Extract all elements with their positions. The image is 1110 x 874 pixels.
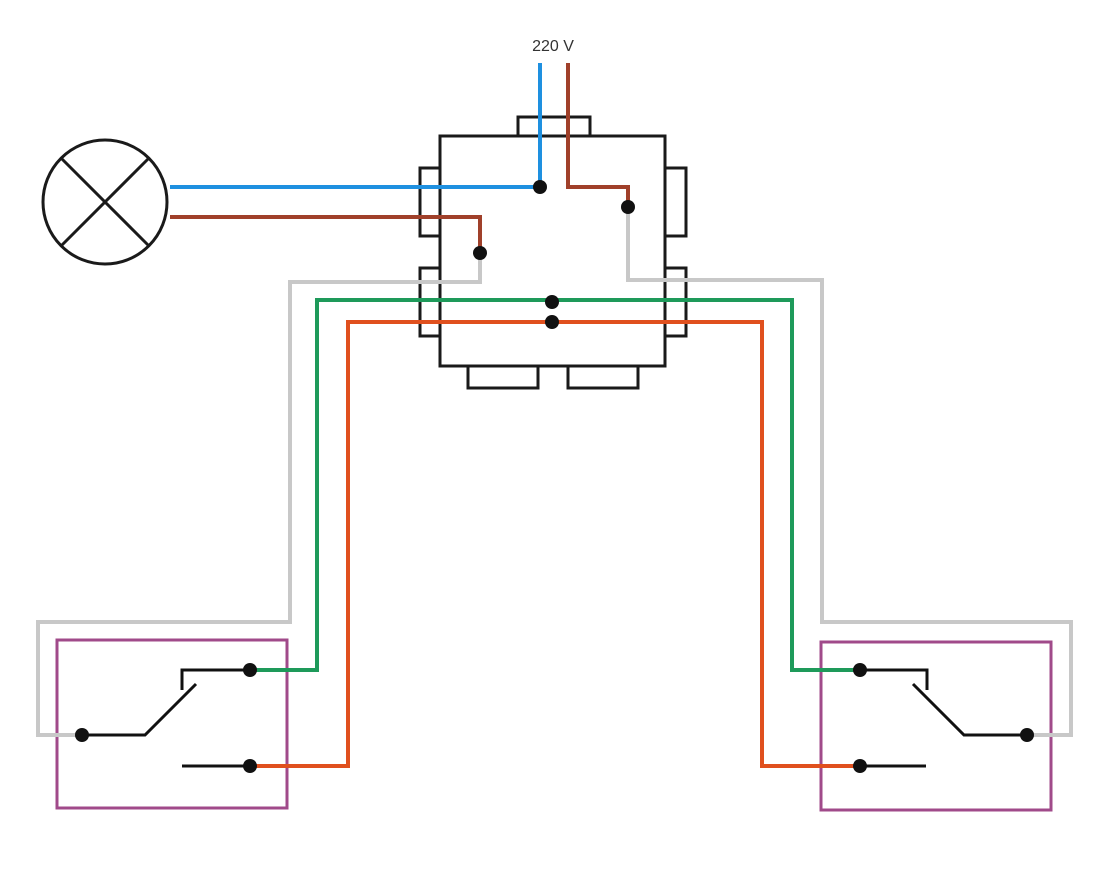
junction-box-knockout-bottom-right — [566, 364, 640, 390]
terminal-neutral — [533, 180, 547, 194]
lamp-switched-wire — [170, 215, 482, 253]
supply-voltage-label: 220 V — [532, 38, 574, 55]
terminal-phase — [621, 200, 635, 214]
switch-right-upper-contact — [860, 668, 929, 690]
terminal-traveler-orange — [545, 315, 559, 329]
terminal-traveler-green — [545, 295, 559, 309]
lamp-symbol — [41, 138, 169, 266]
switch-left-upper-contact — [180, 668, 250, 690]
switch-right-common-terminal — [1020, 728, 1034, 742]
switch-right-housing — [819, 640, 1053, 812]
switch-right-mechanism — [860, 668, 1027, 768]
switch-left-upper-terminal — [243, 663, 257, 677]
junction-box — [418, 115, 688, 390]
switch-left-lever — [82, 682, 198, 737]
junction-box-knockout-right-upper — [662, 166, 688, 238]
switch-right-upper-terminal — [853, 663, 867, 677]
terminal-lamp-return — [473, 246, 487, 260]
lamp-cross-b — [59, 156, 151, 248]
switch-left-mechanism — [82, 668, 250, 768]
phase-wire-to-right-switch — [626, 207, 1073, 737]
terminals — [75, 180, 1034, 773]
switched-wire-to-left-switch — [36, 253, 482, 737]
traveler-wire-orange — [250, 320, 860, 768]
phase-supply-wire — [566, 63, 630, 207]
switch-left-housing — [55, 638, 289, 810]
switch-left-common-terminal — [75, 728, 89, 742]
switch-left-lower-terminal — [243, 759, 257, 773]
junction-box-knockout-bottom-left — [466, 364, 540, 390]
switch-right-lower-terminal — [853, 759, 867, 773]
switch-right-lever — [911, 682, 1027, 737]
